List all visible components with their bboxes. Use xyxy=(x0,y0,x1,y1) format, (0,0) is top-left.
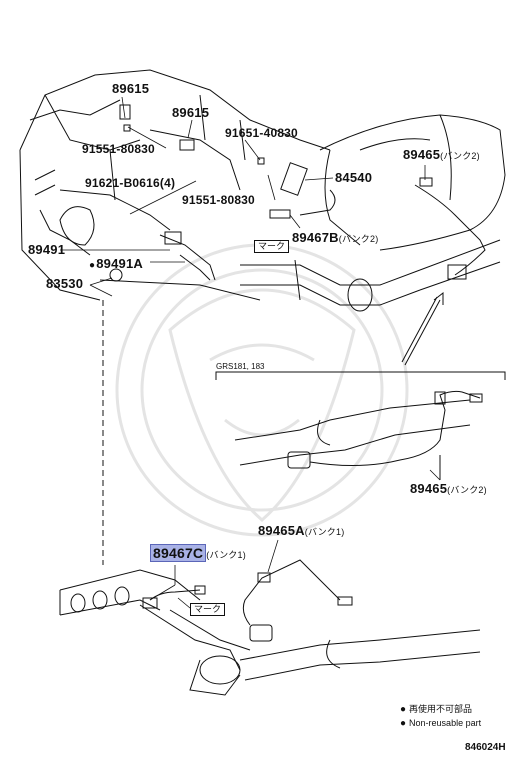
transmission-outline xyxy=(319,114,506,251)
bank-label: (バンク1) xyxy=(304,527,345,537)
part-89615-a[interactable]: 89615 xyxy=(112,81,150,96)
part-89615-b[interactable]: 89615 xyxy=(172,105,210,120)
part-83530[interactable]: 83530 xyxy=(46,276,84,291)
bottom-leader-lines xyxy=(149,469,441,609)
bank-label: (バンク1) xyxy=(206,550,246,560)
bank-label: (バンク2) xyxy=(440,151,480,161)
watermark-crest xyxy=(115,243,409,537)
mark-label-bottom: マーク xyxy=(190,603,226,616)
diagram-code: 846024H xyxy=(465,742,506,753)
mid-exhaust-pipe xyxy=(234,390,483,480)
part-89467b[interactable]: 89467B(バンク2) xyxy=(292,230,379,245)
model-note-grs: GRS181, 183 xyxy=(216,362,265,371)
grs-bracket xyxy=(215,371,506,380)
part-89465-top[interactable]: 89465(バンク2) xyxy=(403,147,480,162)
top-sensors xyxy=(109,124,486,282)
part-91551-80830-a[interactable]: 91551-80830 xyxy=(82,142,155,156)
engine-block xyxy=(19,69,331,301)
top-exhaust-pipe xyxy=(240,239,501,312)
part-91621-b0616[interactable]: 91621-B0616(4) xyxy=(85,176,176,190)
mark-label-top: マーク xyxy=(254,240,290,253)
part-89465-mid[interactable]: 89465(バンク2) xyxy=(410,481,487,496)
bullet-icon: ● xyxy=(400,718,407,729)
bottom-exhaust-assembly xyxy=(59,569,481,696)
legend-line-1: ●再使用不可部品 xyxy=(400,704,473,715)
highlighted-part-number: 89467C xyxy=(150,544,207,562)
top-leader-lines xyxy=(60,96,426,297)
part-89491[interactable]: 89491 xyxy=(28,242,66,257)
part-91551-80830-b[interactable]: 91551-80830 xyxy=(182,193,255,207)
legend-line-2: ●Non-reusable part xyxy=(400,718,482,729)
part-89491a[interactable]: 89491A xyxy=(89,257,143,273)
bullet-icon: ● xyxy=(400,704,407,715)
bottom-sensors xyxy=(142,559,353,642)
bank-label: (バンク2) xyxy=(338,234,379,244)
part-84540[interactable]: 84540 xyxy=(335,170,373,185)
callout-arrow xyxy=(401,291,444,366)
bank-label: (バンク2) xyxy=(447,485,487,495)
part-91651-40830[interactable]: 91651-40830 xyxy=(225,126,298,140)
part-89465a[interactable]: 89465A(バンク1) xyxy=(258,523,345,538)
part-89467c[interactable]: 89467C(バンク1) xyxy=(150,544,246,562)
